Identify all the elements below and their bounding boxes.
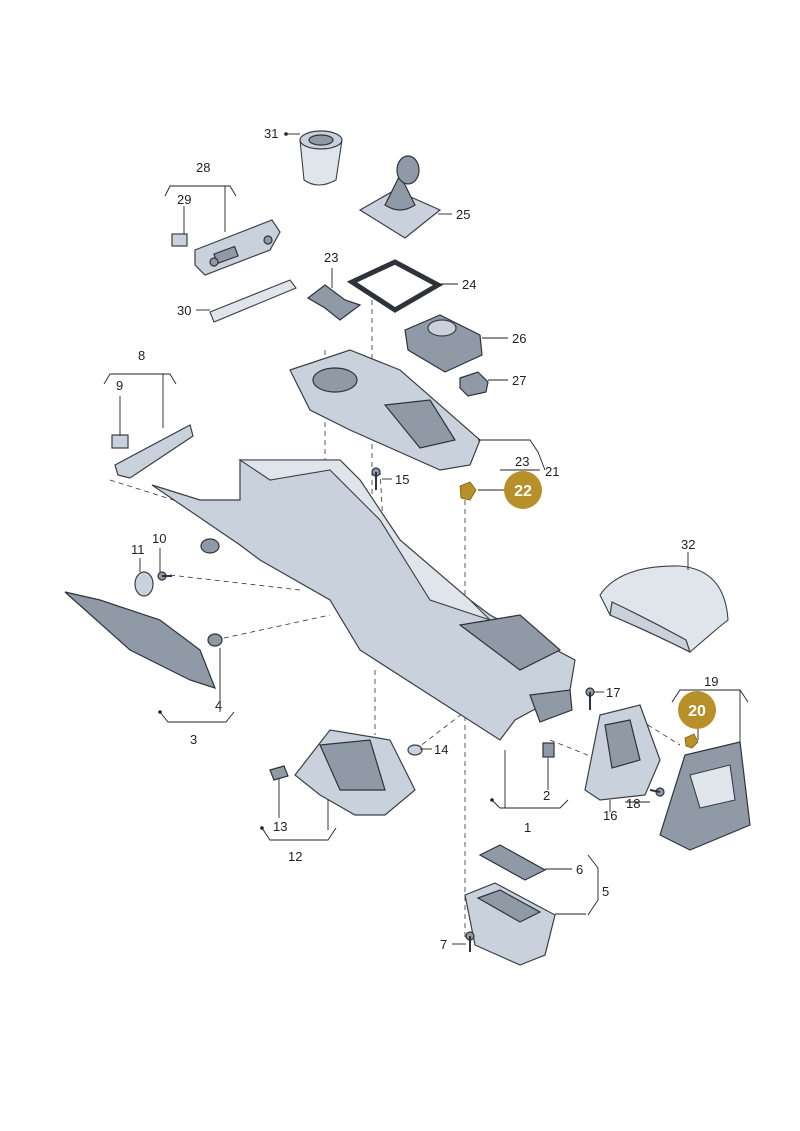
label-11: 11: [131, 542, 145, 557]
label-24: 24: [462, 277, 476, 292]
label-23-top: 23: [324, 250, 338, 265]
label-3: 3: [190, 732, 197, 747]
label-21: 21: [545, 464, 559, 479]
callout-20: 20: [678, 691, 716, 740]
label-25: 25: [456, 207, 470, 222]
part-26-control-unit: [404, 314, 483, 373]
part-32-armrest: [599, 565, 729, 654]
part-21-upper-console: [289, 349, 481, 471]
highlight-clip-20: [684, 733, 699, 749]
label-9: 9: [116, 378, 123, 393]
label-6: 6: [576, 862, 583, 877]
part-27-switch: [459, 371, 489, 397]
label-30: 30: [177, 303, 191, 318]
callout-22-label: 22: [514, 483, 532, 500]
leader-lines: [103, 132, 749, 945]
callout-22: 22: [478, 471, 542, 509]
label-32: 32: [681, 537, 695, 552]
part-8-bracket: [111, 424, 194, 479]
label-12: 12: [288, 849, 302, 864]
callout-20-label: 20: [688, 703, 706, 720]
label-19: 19: [704, 674, 718, 689]
part-7-screw: [465, 931, 475, 952]
part-13-clip: [269, 765, 289, 781]
part-6-mat: [478, 844, 547, 881]
label-7: 7: [440, 937, 447, 952]
label-5: 5: [602, 884, 609, 899]
part-15-screw: [371, 467, 381, 490]
part-10-screw: [157, 571, 172, 581]
highlight-clip-22: [459, 481, 477, 501]
part-16-rear-bracket: [584, 704, 661, 801]
label-10: 10: [152, 531, 166, 546]
part-5-storage-box: [464, 882, 556, 966]
part-24-frame: [346, 259, 444, 313]
part-4-clip: [207, 633, 223, 647]
label-31: 31: [264, 126, 278, 141]
label-23-bottom: 23: [515, 454, 529, 469]
label-1: 1: [524, 820, 531, 835]
part-28-trim-panel: [194, 219, 281, 276]
label-2: 2: [543, 788, 550, 803]
part-18-screw: [649, 787, 665, 797]
part-31-cup-insert: [299, 130, 343, 186]
part-23-holder: [306, 284, 362, 321]
part-30-trim-strip: [209, 279, 297, 323]
label-26: 26: [512, 331, 526, 346]
part-2-clip: [542, 742, 555, 758]
label-17: 17: [606, 685, 620, 700]
label-16: 16: [603, 808, 617, 823]
part-labels: 31 25 28 29 30 23 24 26 27 23 21 8 9 10 …: [116, 126, 718, 952]
label-18: 18: [626, 796, 640, 811]
label-14: 14: [434, 742, 448, 757]
label-13: 13: [273, 819, 287, 834]
part-3-side-trim: [64, 591, 217, 689]
label-15: 15: [395, 472, 409, 487]
label-28: 28: [196, 160, 210, 175]
part-19-rear-trim: [659, 741, 751, 851]
part-29-clip: [171, 233, 188, 247]
label-4: 4: [215, 698, 222, 713]
part-17-screw: [585, 687, 595, 710]
label-8: 8: [138, 348, 145, 363]
part-14-nut: [407, 744, 423, 756]
part-1-center-console: [151, 459, 576, 741]
label-29: 29: [177, 192, 191, 207]
part-11-cap: [134, 571, 154, 597]
part-12-lower-bracket: [294, 729, 416, 816]
label-27: 27: [512, 373, 526, 388]
part-25-shift-boot: [358, 155, 442, 239]
